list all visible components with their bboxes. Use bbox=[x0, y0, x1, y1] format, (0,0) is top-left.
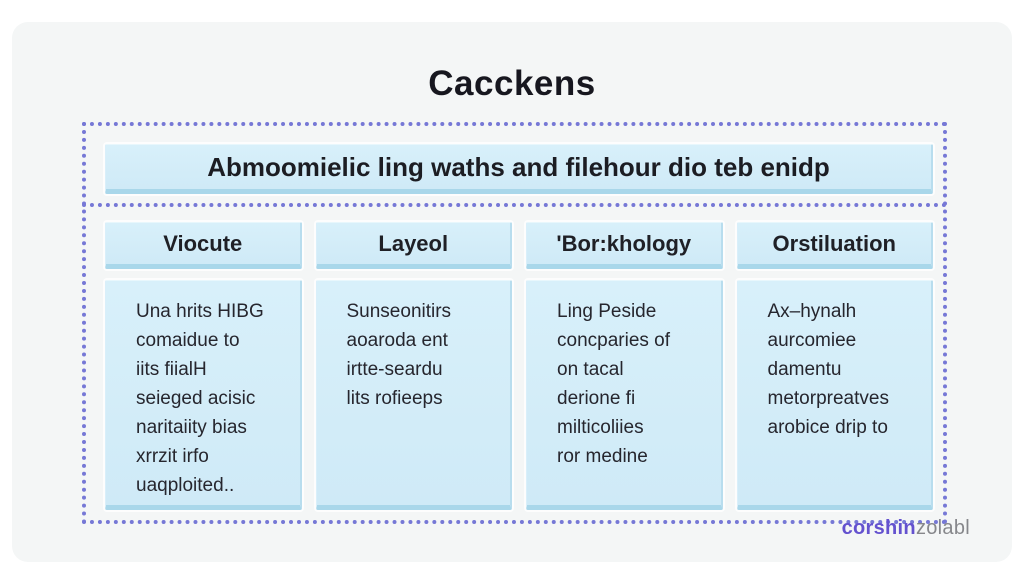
column-3: 'Bor:khology Ling Peside concparies of o… bbox=[526, 222, 723, 510]
banner-text: Abmoomielic ling waths and filehour dio … bbox=[207, 151, 830, 182]
watermark-primary: corshin bbox=[841, 517, 916, 539]
column-1-body: Una hrits HIBG comaidue to iits fiialH s… bbox=[105, 280, 302, 510]
diagram-dotted-border: Abmoomielic ling waths and filehour dio … bbox=[82, 122, 947, 524]
column-2-header: Layeol bbox=[315, 222, 512, 269]
slide-panel: Cacckens Abmoomielic ling waths and file… bbox=[12, 22, 1012, 562]
dotted-separator bbox=[82, 203, 947, 207]
column-3-header: 'Bor:khology bbox=[526, 222, 723, 269]
column-4: Orstiluation Ax–hynalh aurcomiee damentu… bbox=[736, 222, 933, 510]
banner-box: Abmoomielic ling waths and filehour dio … bbox=[105, 144, 933, 194]
column-1: Viocute Una hrits HIBG comaidue to iits … bbox=[105, 222, 302, 510]
column-4-body: Ax–hynalh aurcomiee damentu metorpreatve… bbox=[736, 280, 933, 510]
page-title: Cacckens bbox=[428, 64, 596, 103]
watermark-secondary: zolabl bbox=[915, 517, 970, 539]
watermark: corshinzolabl bbox=[842, 517, 970, 540]
columns-container: Viocute Una hrits HIBG comaidue to iits … bbox=[105, 222, 933, 510]
column-1-header: Viocute bbox=[105, 222, 302, 269]
column-2-body: Sunseonitirs aoaroda ent irtte-seardu li… bbox=[315, 280, 512, 510]
column-2: Layeol Sunseonitirs aoaroda ent irtte-se… bbox=[315, 222, 512, 510]
column-4-header: Orstiluation bbox=[736, 222, 933, 269]
column-3-body: Ling Peside concparies of on tacal derio… bbox=[526, 280, 723, 510]
